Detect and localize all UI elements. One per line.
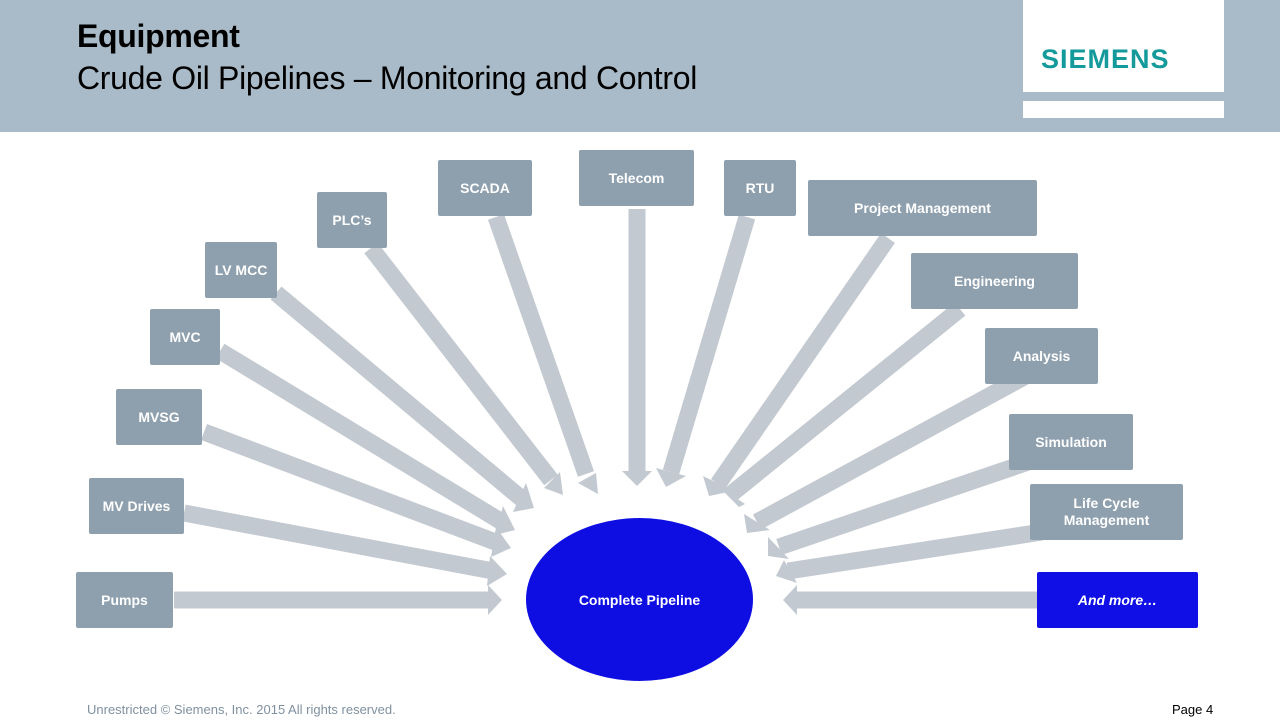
node-mv-drives: MV Drives <box>89 478 184 534</box>
node-engineering: Engineering <box>911 253 1078 309</box>
siemens-logo: SIEMENS <box>1041 44 1170 74</box>
node-project-management: Project Management <box>808 180 1037 236</box>
hub-complete-pipeline: Complete Pipeline <box>526 518 753 681</box>
arrow-analysis <box>752 369 1029 530</box>
arrow-mv-drives <box>182 504 495 580</box>
arrow-mvc <box>215 343 507 530</box>
node-telecom: Telecom <box>579 150 694 206</box>
node-pumps: Pumps <box>76 572 173 628</box>
node-mvc: MVC <box>150 309 220 365</box>
footer-copyright: Unrestricted © Siemens, Inc. 2015 All ri… <box>87 702 396 717</box>
arrow-simulation <box>776 449 1043 556</box>
slide-title: Equipment <box>77 18 240 54</box>
slide-subtitle: Crude Oil Pipelines – Monitoring and Con… <box>77 60 698 96</box>
arrow-rtu <box>662 214 756 475</box>
node-plcs: PLC’s <box>317 192 387 248</box>
arrow-scada <box>487 214 595 477</box>
node-life-cycle-management: Life Cycle Management <box>1030 484 1183 540</box>
logo-divider <box>1023 92 1224 101</box>
node-lv-mcc: LV MCC <box>205 242 277 298</box>
node-scada: SCADA <box>438 160 532 216</box>
node-mvsg: MVSG <box>116 389 202 445</box>
arrow-project-management <box>711 233 895 489</box>
page-number: Page 4 <box>1172 702 1214 717</box>
arrow-mvsg <box>200 424 502 551</box>
node-and-more: And more… <box>1037 572 1198 628</box>
node-simulation: Simulation <box>1009 414 1133 470</box>
arrow-life-cycle <box>786 523 1044 580</box>
arrow-lv-mcc <box>270 286 528 506</box>
arrow-plcs <box>364 242 558 486</box>
arrow-engineering <box>724 302 966 502</box>
node-analysis: Analysis <box>985 328 1098 384</box>
node-rtu: RTU <box>724 160 796 216</box>
